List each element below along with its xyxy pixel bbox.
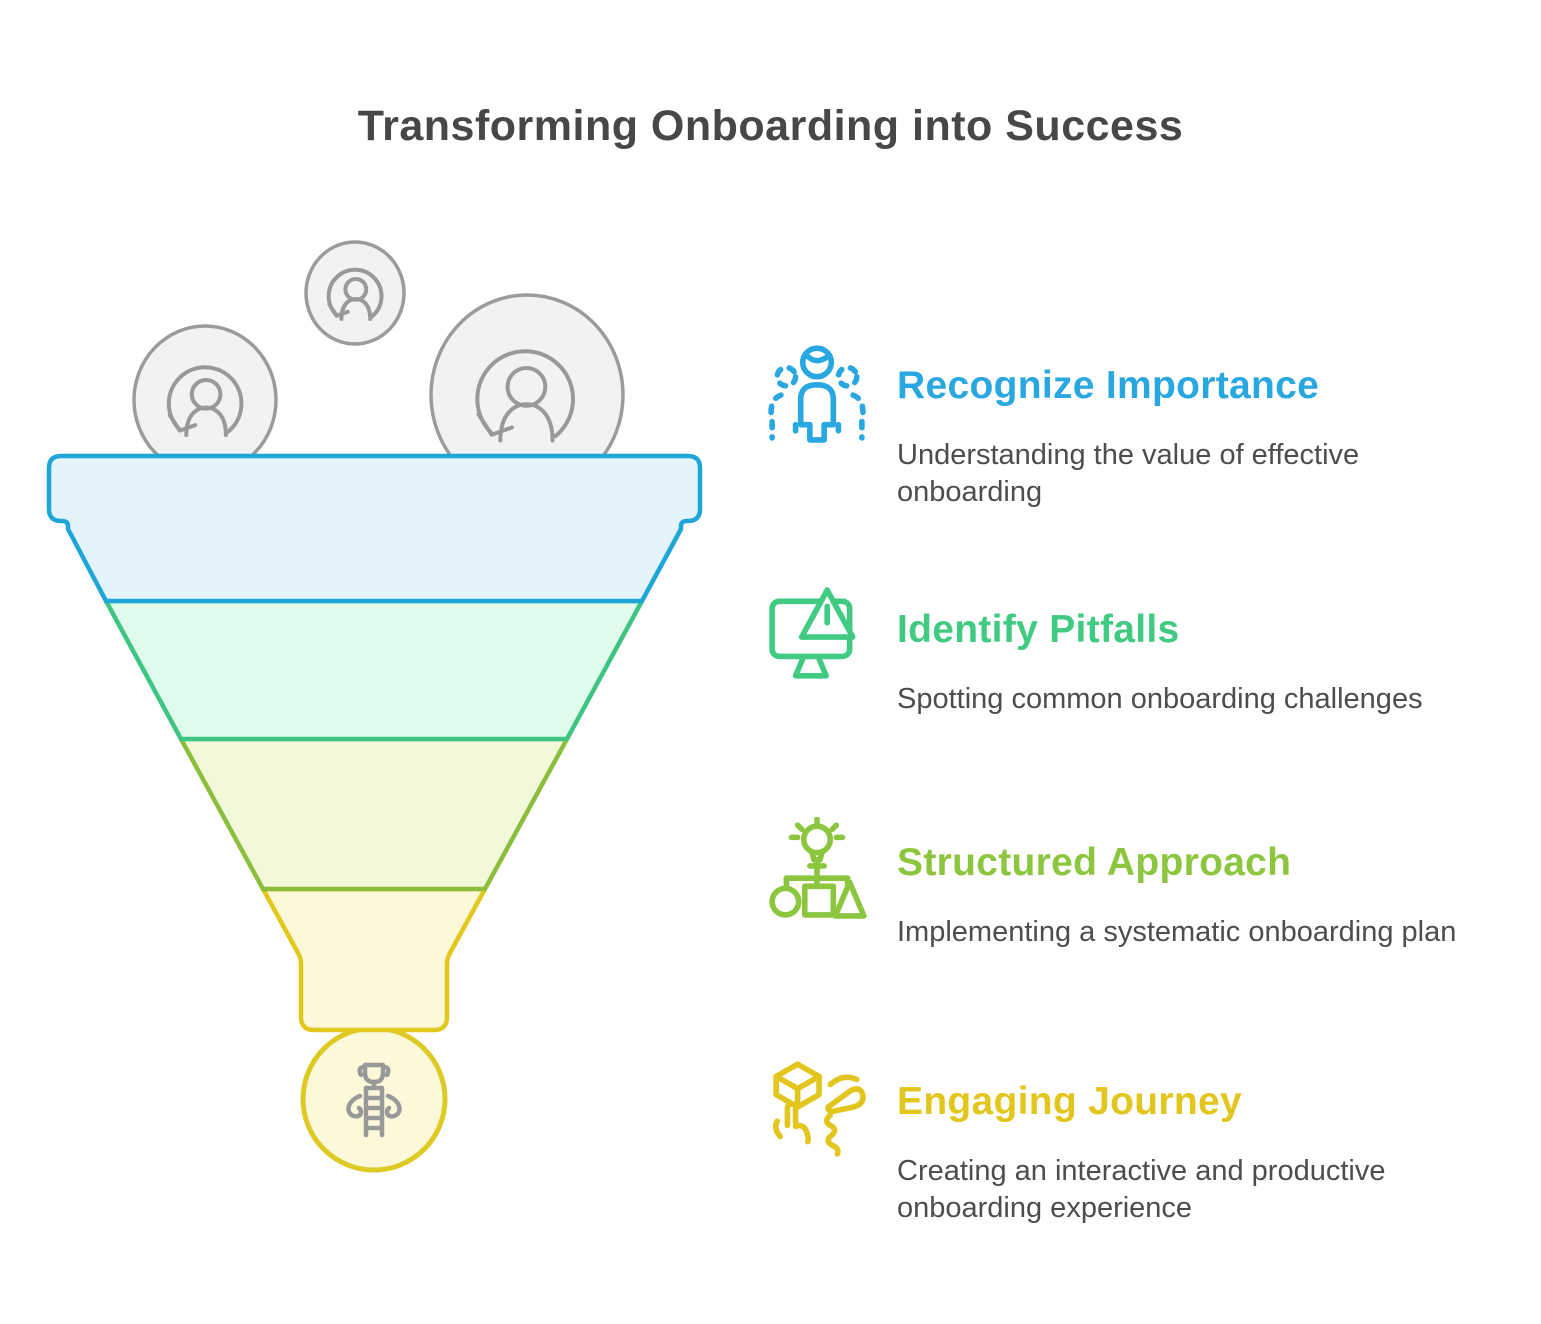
step-description: Implementing a systematic onboarding pla…	[897, 916, 1457, 948]
user-cycle-bubble	[304, 240, 406, 346]
cube-hand-icon	[772, 1061, 866, 1157]
incoming-user-bubbles	[132, 240, 625, 497]
list-item: Recognize Importance Understanding the v…	[766, 340, 1496, 575]
step-heading: Identify Pitfalls	[897, 608, 1180, 651]
person-group-icon	[768, 345, 866, 443]
step-heading: Structured Approach	[897, 841, 1292, 884]
step-heading: Engaging Journey	[897, 1080, 1243, 1123]
step-description: Understanding the value of effective onb…	[897, 439, 1360, 508]
step-description: Creating an interactive and productive o…	[897, 1155, 1386, 1224]
list-item: Structured Approach Implementing a syste…	[766, 817, 1496, 1052]
list-item: Engaging Journey Creating an interactive…	[766, 1056, 1496, 1291]
funnel-stage-1	[46, 453, 703, 604]
monitor-warning-icon	[769, 587, 856, 679]
list-item: Identify Pitfalls Spotting common onboar…	[766, 584, 1496, 819]
step-description: Spotting common onboarding challenges	[897, 683, 1423, 715]
bubble-circle	[304, 240, 406, 346]
page-title: Transforming Onboarding into Success	[357, 102, 1184, 150]
funnel-stage-4	[260, 886, 488, 1033]
funnel-diagram	[46, 240, 703, 1173]
lightbulb-flowchart-icon	[769, 817, 867, 919]
step-heading: Recognize Importance	[897, 364, 1320, 407]
